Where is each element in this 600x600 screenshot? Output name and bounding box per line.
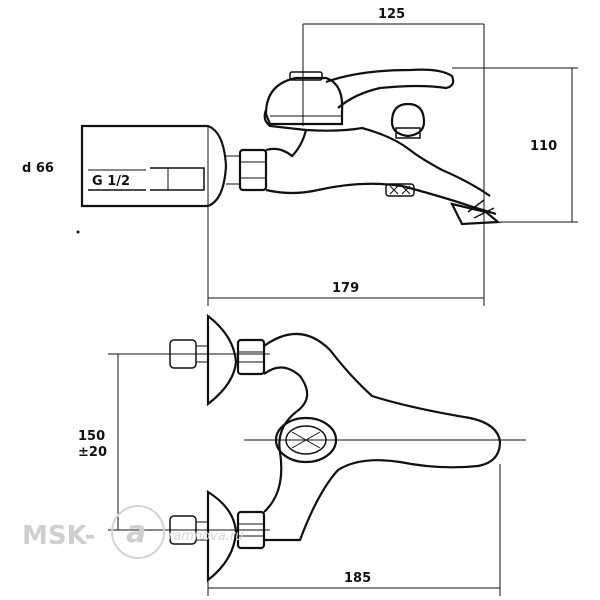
svg-text:a: a bbox=[126, 515, 146, 550]
spout-outlet bbox=[449, 202, 501, 226]
dim-diameter-label: d 66 bbox=[22, 161, 54, 176]
watermark-logo-icon bbox=[111, 505, 165, 559]
thread-label: G 1/2 bbox=[92, 174, 130, 189]
aerator-xx bbox=[385, 183, 415, 197]
lower-flange bbox=[206, 490, 238, 583]
lever-handle bbox=[325, 68, 455, 109]
dim-length-bottom-label: 185 bbox=[344, 571, 371, 586]
watermark-brand: MSK- bbox=[22, 521, 95, 551]
plan-view: 150 ±20 185 bbox=[78, 313, 526, 596]
thread-pipe bbox=[150, 167, 205, 191]
upper-hex-nut bbox=[236, 338, 266, 376]
dim-centers-label: 150 bbox=[78, 429, 105, 444]
cartridge-dome bbox=[264, 76, 344, 126]
dim-height-label: 110 bbox=[530, 139, 557, 154]
side-elevation-view: 125 110 179 d 66 G 1/2 bbox=[22, 7, 578, 306]
body-plan-outline bbox=[263, 332, 502, 542]
watermark: MSK- a ramnova.ru bbox=[22, 505, 244, 559]
dim-tolerance-label: ±20 bbox=[78, 445, 107, 460]
dim-width-label: 125 bbox=[378, 7, 405, 22]
dim-length-label: 179 bbox=[332, 281, 359, 296]
watermark-domain: ramnova.ru bbox=[168, 529, 244, 544]
mixer-body bbox=[263, 109, 497, 216]
wall-flange bbox=[80, 124, 228, 208]
hex-nut bbox=[238, 148, 268, 192]
diverter-knob bbox=[390, 102, 426, 138]
upper-flange bbox=[206, 313, 238, 407]
